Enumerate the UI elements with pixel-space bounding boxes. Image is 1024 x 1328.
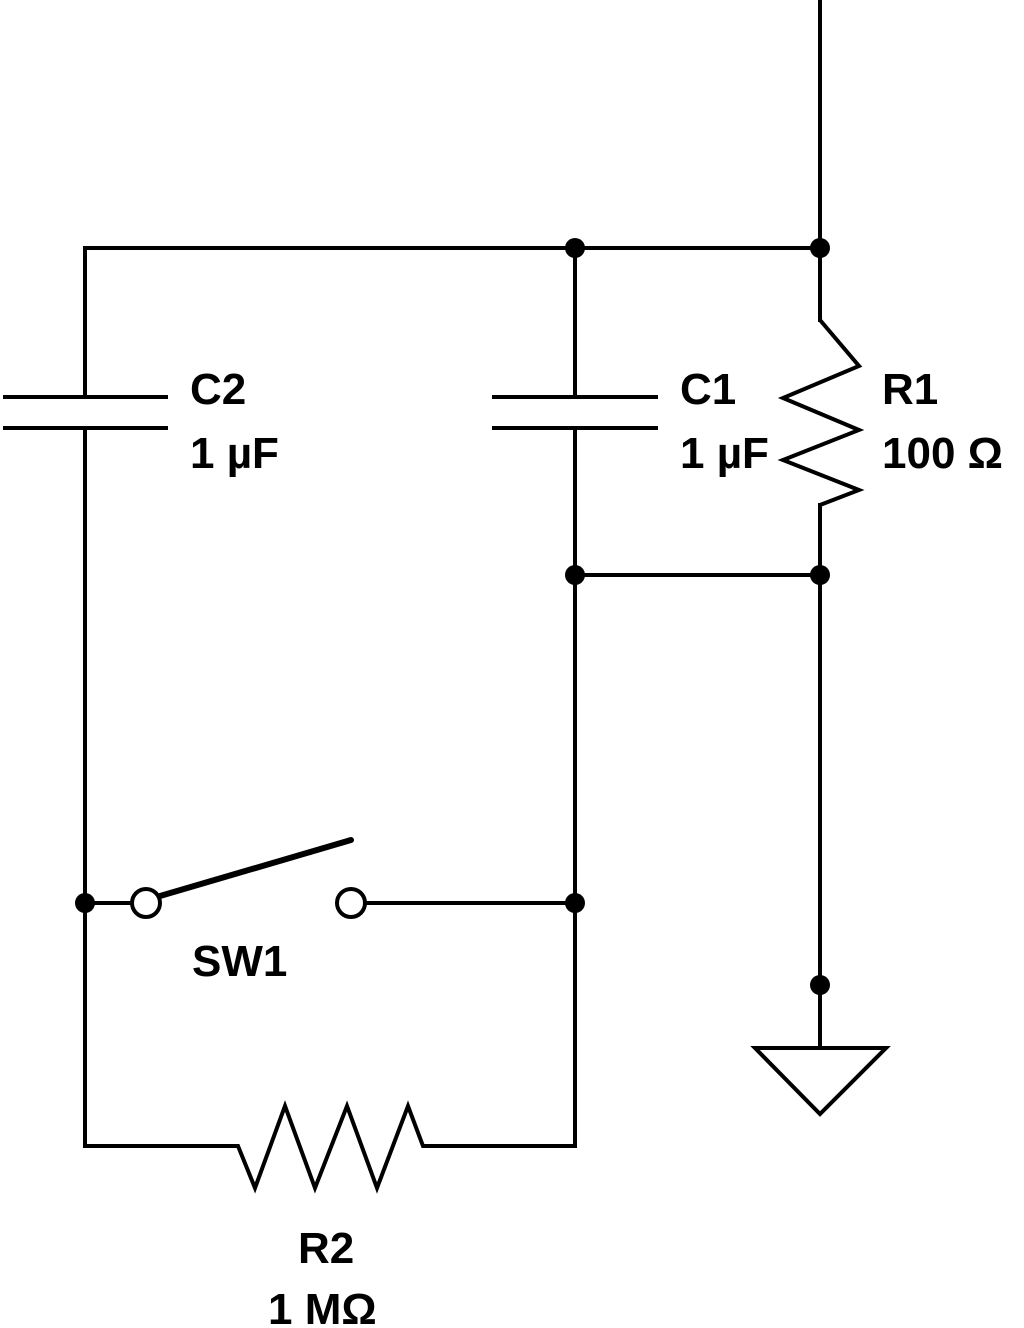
c1-value-label: 1 µF (680, 429, 769, 478)
c2-value-label: 1 µF (190, 429, 279, 478)
ground-icon (750, 1046, 891, 1117)
junction-dot (75, 893, 95, 913)
r1-value-label: 100 Ω (882, 429, 1003, 478)
sw1-ref-label: SW1 (192, 937, 287, 986)
resistor-r1 (777, 318, 865, 507)
sw1-right-terminal (335, 887, 367, 919)
sw1-blade (157, 837, 354, 899)
junction-dot (810, 975, 830, 995)
c2-ref-label: C2 (190, 365, 246, 414)
junction-dot (810, 238, 830, 258)
capacitor-c1 (492, 395, 658, 430)
r2-value-label: 1 MΩ (268, 1285, 377, 1328)
junction-dot (565, 893, 585, 913)
junction-dot (565, 238, 585, 258)
junction-dot (565, 565, 585, 585)
sw1-left-terminal (130, 887, 162, 919)
junction-dot (810, 565, 830, 585)
c1-ref-label: C1 (680, 365, 736, 414)
r2-ref-label: R2 (298, 1224, 354, 1273)
resistor-r2 (85, 1100, 575, 1194)
r1-ref-label: R1 (882, 365, 938, 414)
capacitor-c2 (3, 395, 168, 430)
